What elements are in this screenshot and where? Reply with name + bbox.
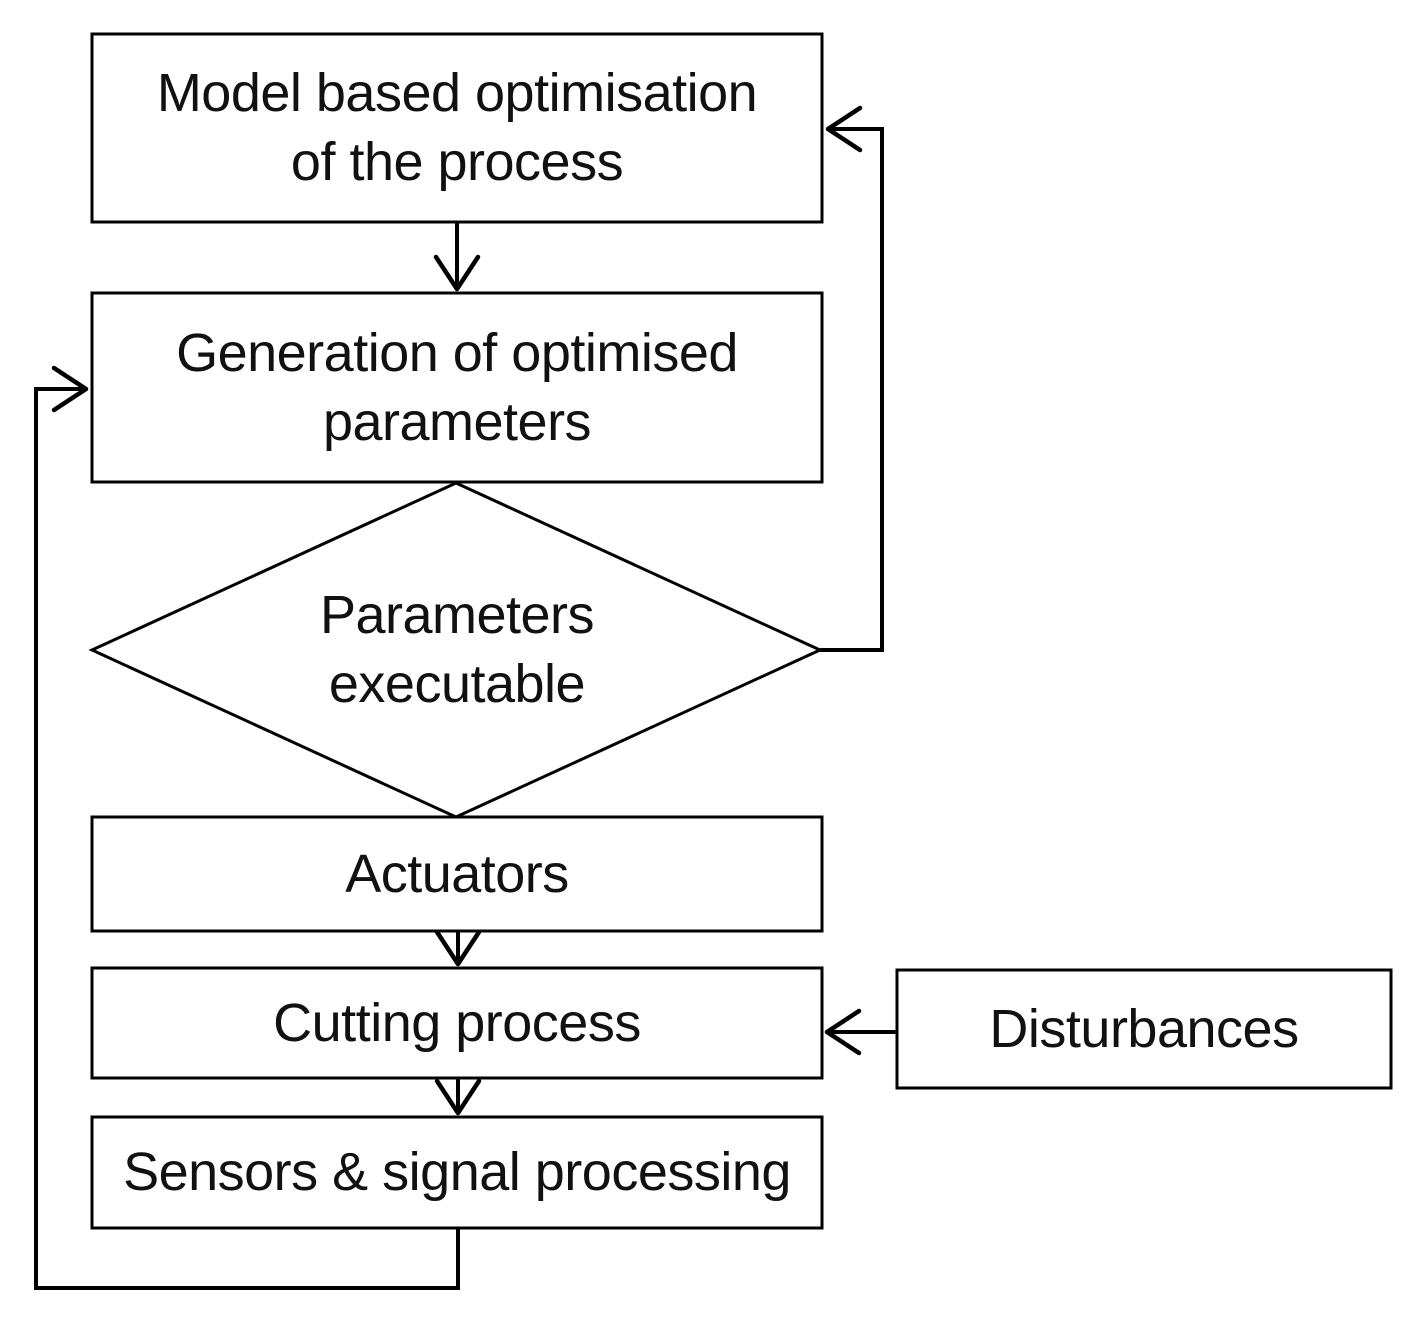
parameters-executable-diamond	[88, 481, 824, 819]
feedback-sensors-to-generation	[34, 365, 460, 1290]
generation-parameters-box	[90, 291, 824, 484]
cutting-process-box	[90, 966, 824, 1080]
feedback-diamond-to-model	[820, 105, 884, 652]
actuators-box	[90, 815, 824, 933]
disturbances-box	[895, 968, 1393, 1090]
model-optimisation-box	[90, 32, 824, 224]
sensors-box	[90, 1115, 824, 1230]
